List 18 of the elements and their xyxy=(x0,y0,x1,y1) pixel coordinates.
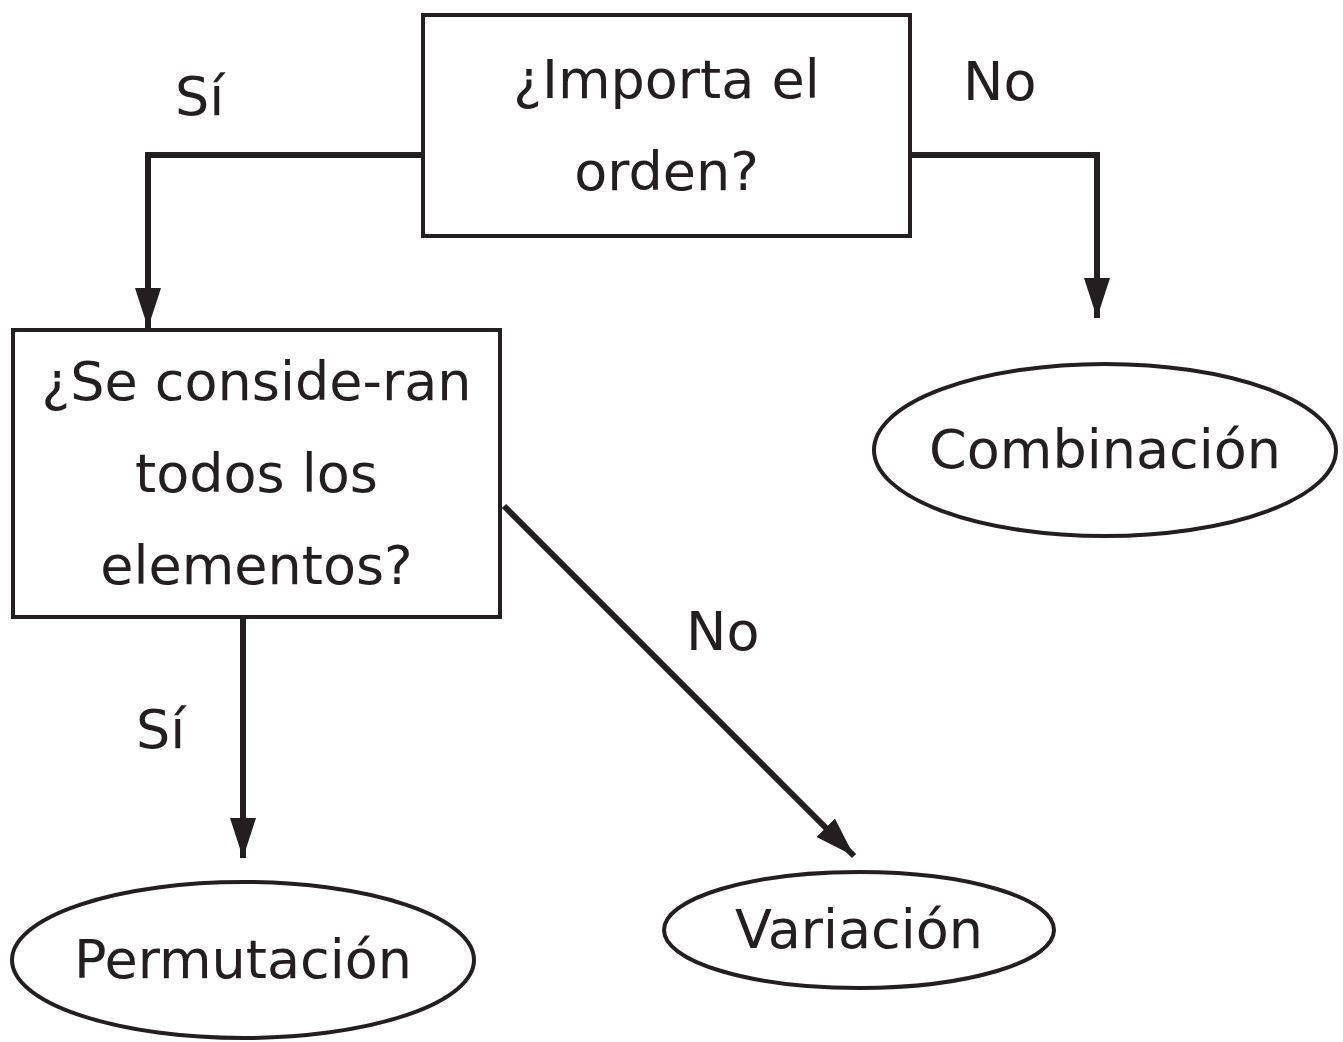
edge-label: Sí xyxy=(136,698,186,761)
edge-label: Sí xyxy=(175,65,225,128)
arrow xyxy=(912,152,1110,318)
result-ellipse xyxy=(662,870,1056,990)
node-label: ¿Se conside-ran todos los elementos? xyxy=(40,348,473,599)
edge-label: No xyxy=(686,600,760,663)
arrow xyxy=(501,503,857,859)
arrow xyxy=(230,619,256,858)
edge-label: No xyxy=(963,50,1037,113)
decision-box xyxy=(11,328,502,619)
result-ellipse xyxy=(10,880,476,1040)
node-label: ¿Importa el orden? xyxy=(512,46,821,205)
result-ellipse xyxy=(872,362,1338,538)
arrow xyxy=(135,152,421,328)
node-label: Variación xyxy=(733,897,985,963)
node-label: Permutación xyxy=(72,927,414,993)
node-label: Combinación xyxy=(928,417,1282,483)
decision-box xyxy=(421,13,912,238)
